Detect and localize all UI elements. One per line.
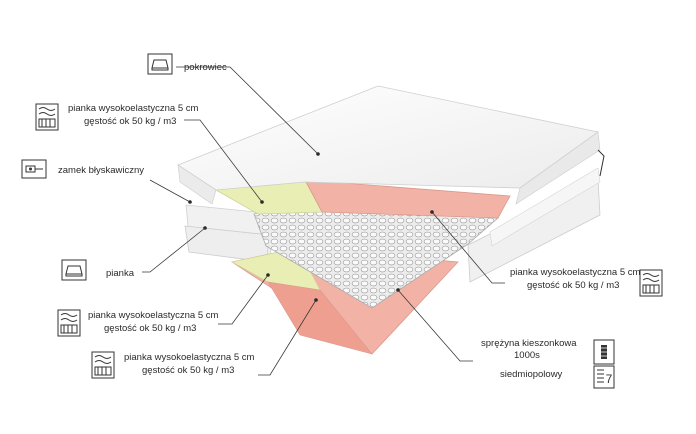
label-zones: siedmiopolowy	[500, 369, 563, 380]
label-top-foam-line1: pianka wysokoelastyczna 5 cm	[68, 103, 199, 114]
foam-density-icon	[639, 269, 663, 297]
label-bottom-foam-line2: gęstość ok 50 kg / m3	[142, 365, 234, 376]
mattress-icon	[61, 259, 87, 281]
foam-density-icon	[35, 103, 59, 131]
mattress-illustration	[177, 85, 605, 355]
labels: pokrowiec pianka wysokoelastyczna 5 cm g…	[58, 62, 641, 380]
foam-density-icon	[91, 351, 115, 379]
label-zipper: zamek błyskawiczny	[58, 165, 144, 176]
label-mid-foam-line2: gęstość ok 50 kg / m3	[104, 323, 196, 334]
label-mid-foam-line1: pianka wysokoelastyczna 5 cm	[88, 310, 219, 321]
mattress-icon	[147, 53, 173, 75]
label-spring-line2: 1000s	[514, 350, 540, 361]
label-pianka: pianka	[106, 268, 135, 279]
foam-density-icon	[57, 309, 81, 337]
zipper-icon	[21, 159, 47, 179]
label-spring-line1: sprężyna kieszonkowa	[481, 338, 577, 349]
label-bottom-foam-line1: pianka wysokoelastyczna 5 cm	[124, 352, 255, 363]
label-right-foam-line2: gęstość ok 50 kg / m3	[527, 280, 619, 291]
leader-lines	[142, 66, 505, 376]
seven-zone-icon: 7	[593, 365, 615, 389]
label-right-foam-line1: pianka wysokoelastyczna 5 cm	[510, 267, 641, 278]
seven-zone-number: 7	[606, 372, 613, 386]
label-top-foam-line2: gęstość ok 50 kg / m3	[84, 116, 176, 127]
pocket-spring-icon	[593, 339, 615, 365]
label-pokrowiec: pokrowiec	[184, 62, 227, 73]
pink-top-foam	[304, 179, 511, 219]
